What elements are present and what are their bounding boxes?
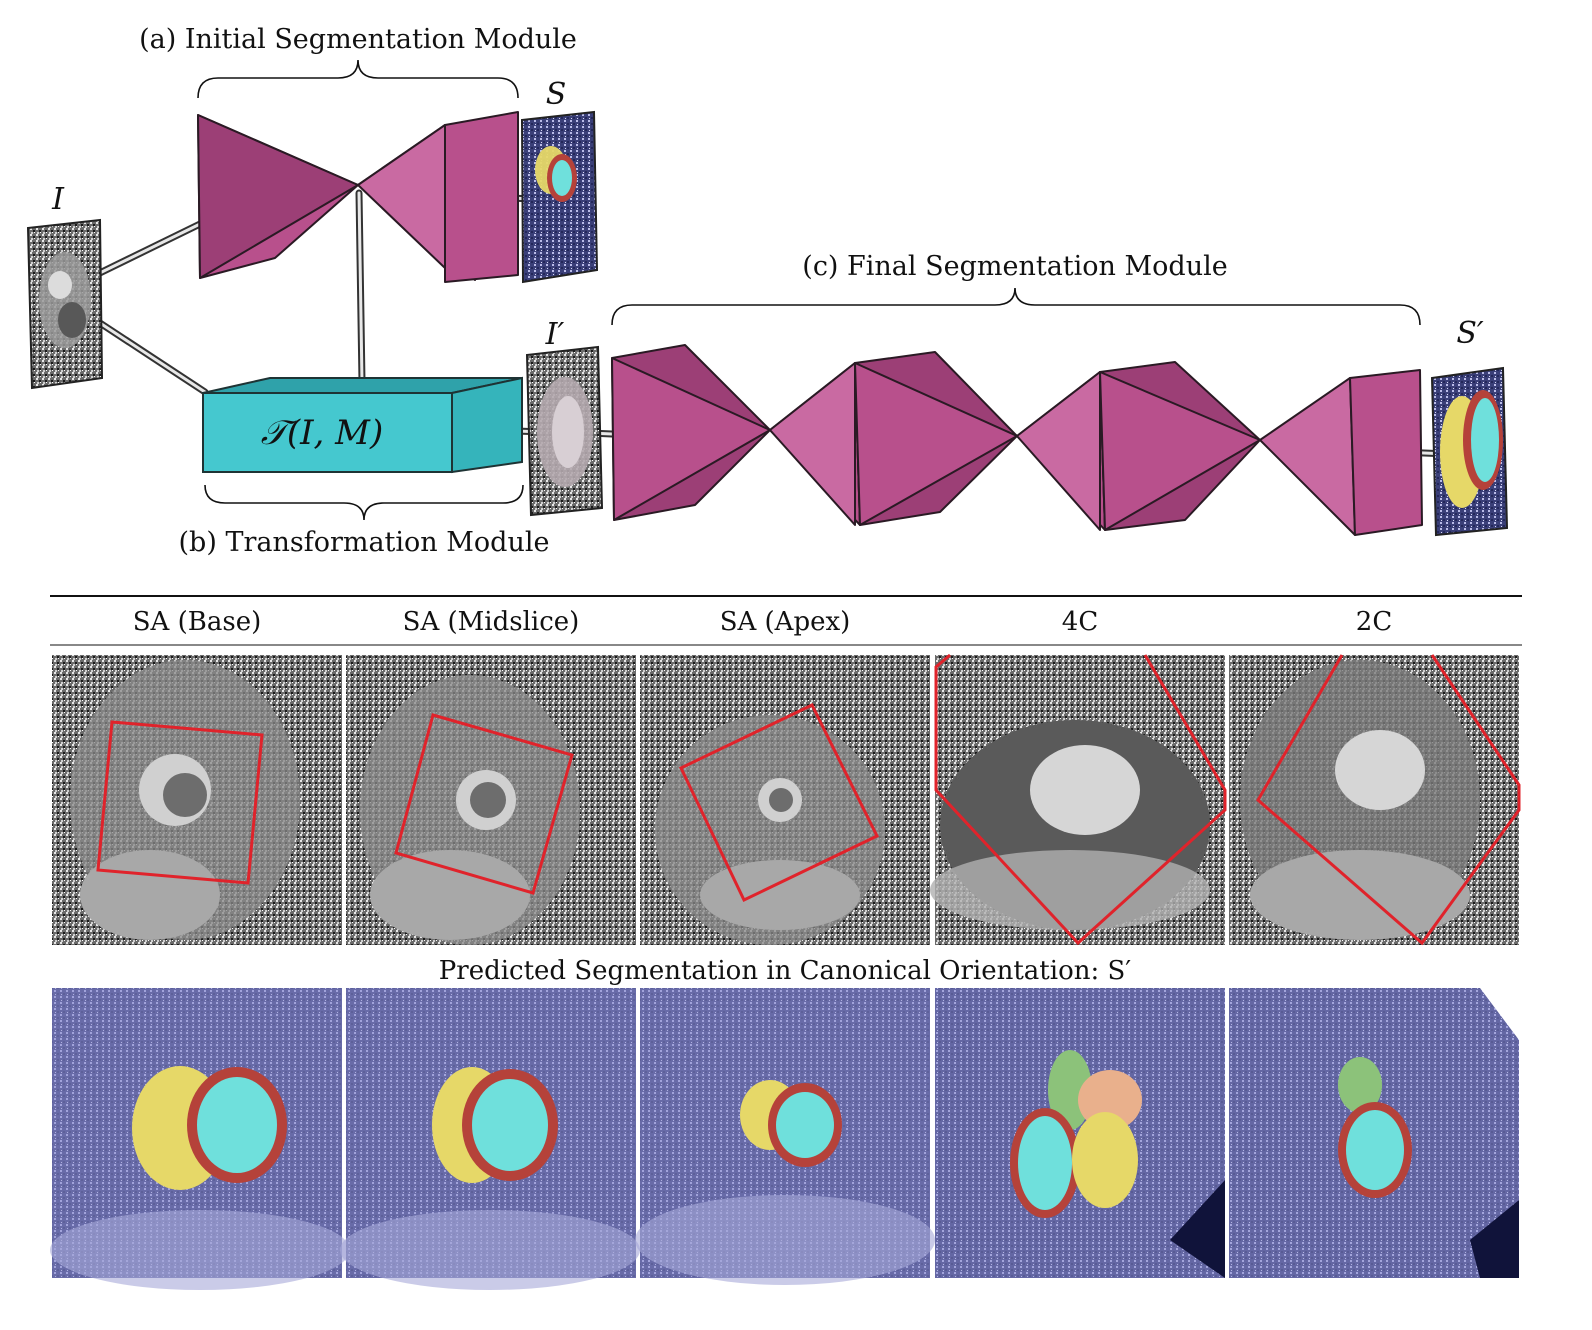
- final-segmentation-network: [611, 344, 1423, 536]
- initial-module-label: (a) Initial Segmentation Module: [139, 24, 577, 55]
- seg-4c: [935, 988, 1225, 1278]
- header-sa-midslice: SA (Midslice): [403, 607, 580, 637]
- roi-box-4c: [934, 653, 1227, 946]
- segmentation-row-caption: Predicted Segmentation in Canonical Orie…: [439, 956, 1132, 986]
- input-mri-image: [26, 218, 104, 390]
- transformation-block: 𝒯(I, M): [202, 376, 523, 474]
- transformation-module-label: (b) Transformation Module: [179, 527, 550, 558]
- input-image-symbol: I: [51, 182, 65, 217]
- seg-sa-apex: [635, 988, 935, 1285]
- initial-module-brace: [197, 59, 519, 99]
- initial-seg-symbol: S: [546, 77, 567, 112]
- mri-2c: [1229, 654, 1521, 946]
- header-4c: 4C: [1062, 607, 1098, 637]
- segmentation-row: [50, 988, 1519, 1290]
- header-sa-apex: SA (Apex): [720, 607, 851, 637]
- mri-row: [52, 653, 1521, 946]
- transformation-module-brace: [204, 484, 524, 521]
- final-module-label: (c) Final Segmentation Module: [802, 251, 1227, 282]
- header-2c: 2C: [1356, 607, 1392, 637]
- roi-box-sa-apex: [679, 703, 880, 903]
- header-sa-base: SA (Base): [133, 607, 261, 637]
- roi-box-2c: [1256, 654, 1521, 946]
- initial-segmentation-image: [520, 110, 599, 284]
- final-module-brace: [611, 287, 1421, 326]
- seg-sa-midslice: [340, 988, 640, 1290]
- initial-segmentation-network: [197, 111, 519, 283]
- mri-sa-midslice: [346, 655, 636, 945]
- mri-sa-base: [52, 655, 342, 945]
- seg-2c: [1229, 988, 1519, 1278]
- mri-4c: [930, 653, 1227, 946]
- roi-box-sa-midslice: [394, 713, 574, 895]
- mri-sa-apex: [640, 655, 930, 945]
- transformed-image-symbol: I′: [545, 317, 565, 352]
- final-seg-symbol: S′: [1456, 316, 1484, 351]
- transform-function-label: 𝒯(I, M): [261, 413, 383, 453]
- seg-sa-base: [50, 988, 350, 1290]
- final-segmentation-image: [1430, 366, 1509, 537]
- roi-box-sa-base: [96, 720, 264, 885]
- transformed-image: [525, 345, 604, 517]
